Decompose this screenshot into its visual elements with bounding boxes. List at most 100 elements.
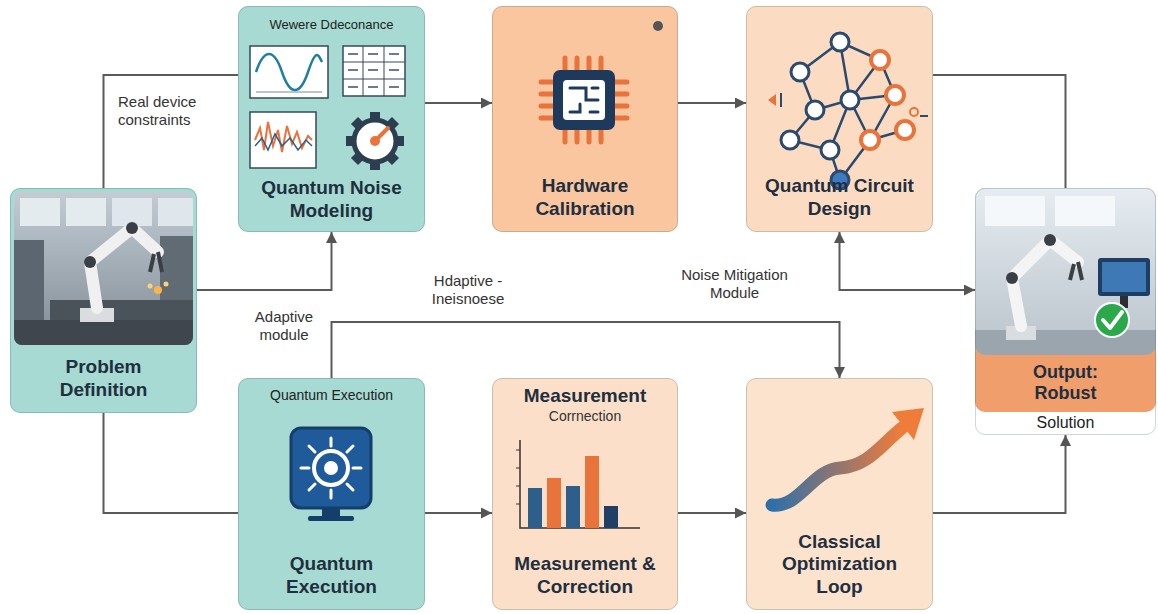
circuit-graph bbox=[831, 33, 849, 51]
lab-photo bbox=[985, 196, 1045, 226]
chip-icon bbox=[570, 88, 598, 112]
execution-monitor bbox=[308, 516, 354, 521]
box-subtitle: Wewere Ddeconance bbox=[269, 17, 393, 33]
noise-charts bbox=[255, 134, 312, 150]
circuit-graph bbox=[780, 93, 782, 107]
lab-photo bbox=[1102, 262, 1146, 292]
box-fills bbox=[10, 6, 1156, 610]
noise-charts bbox=[343, 46, 405, 96]
circuit-graph bbox=[791, 63, 809, 81]
box-title: Quantum Circuit Design bbox=[765, 175, 915, 221]
factory-photo bbox=[14, 192, 193, 345]
circuit-graph bbox=[910, 108, 918, 116]
noise-charts bbox=[250, 112, 316, 168]
factory-photo bbox=[150, 252, 162, 272]
box-fills bbox=[492, 378, 678, 610]
circuit-graph bbox=[871, 51, 889, 69]
circuit-graph bbox=[861, 131, 879, 149]
box-fills bbox=[746, 6, 933, 232]
optimization-curve bbox=[772, 428, 902, 505]
annotation-text: Hdaptive -Ineisnoese bbox=[416, 272, 520, 308]
box-fills bbox=[238, 378, 425, 610]
optimization-curve bbox=[892, 408, 924, 440]
lab-photo bbox=[1012, 240, 1078, 326]
noise-charts bbox=[348, 54, 399, 87]
flow-connector bbox=[678, 512, 746, 514]
lab-photo bbox=[1006, 272, 1018, 284]
lab-photo bbox=[975, 188, 1156, 355]
circuit-graph bbox=[821, 141, 839, 159]
bar-chart bbox=[604, 506, 618, 528]
box-title: Quantum Noise Modeling bbox=[257, 177, 407, 223]
box-title: Problem Definition bbox=[29, 356, 179, 402]
problem-box: Problem Definition bbox=[10, 188, 197, 413]
annotation-text: Noise Mitigation Module bbox=[672, 266, 797, 302]
edge-label: Real device constraints bbox=[118, 93, 218, 129]
noise-charts bbox=[343, 46, 405, 96]
flow-connector bbox=[933, 75, 1066, 188]
bar-chart bbox=[520, 440, 640, 528]
lab-photo bbox=[1044, 234, 1056, 246]
circuit-graph bbox=[806, 101, 824, 119]
execution-monitor bbox=[301, 438, 361, 498]
factory-photo bbox=[14, 192, 193, 345]
noise-charts bbox=[256, 54, 322, 90]
execution-monitor bbox=[324, 461, 338, 475]
annotation-label: Noise Mitigation Module bbox=[672, 266, 797, 302]
noise-charts bbox=[250, 46, 328, 98]
flow-connector bbox=[933, 435, 1066, 513]
box-fills bbox=[238, 6, 425, 232]
box-title: Output: Robust bbox=[1011, 362, 1121, 405]
factory-photo bbox=[154, 286, 162, 294]
gear-icon bbox=[346, 112, 404, 170]
box-title: Hardware Calibration bbox=[510, 175, 660, 221]
noise-charts bbox=[256, 92, 322, 93]
flow-connector bbox=[425, 512, 492, 514]
noise-charts bbox=[255, 122, 312, 152]
box-fills bbox=[492, 6, 678, 232]
lab-photo bbox=[1098, 258, 1150, 296]
box-title: Measurement & Correction bbox=[510, 553, 660, 599]
process-box: Wewere DdeconanceQuantum Noise Modeling bbox=[238, 6, 425, 232]
gear-icon bbox=[370, 136, 380, 146]
flow-connector bbox=[678, 102, 746, 104]
execution-monitor bbox=[314, 451, 348, 485]
factory-photo bbox=[50, 300, 193, 320]
execution-monitor bbox=[322, 508, 340, 516]
bar-chart bbox=[528, 488, 542, 528]
chip-icon bbox=[563, 80, 605, 120]
lab-photo bbox=[1095, 303, 1129, 337]
lab-photo bbox=[975, 330, 1156, 355]
bar-chart bbox=[566, 486, 580, 528]
bar-chart bbox=[516, 440, 640, 528]
factory-photo bbox=[14, 240, 44, 320]
flow-connector bbox=[840, 232, 976, 290]
flow-connector bbox=[425, 102, 492, 104]
box-title: Classical Optimization Loop bbox=[770, 531, 910, 599]
factory-photo bbox=[66, 198, 106, 226]
factory-photo bbox=[14, 320, 193, 345]
box-subtitle: Quantum Execution bbox=[270, 387, 393, 404]
circuit-graph bbox=[841, 91, 859, 109]
process-box: Quantum ExecutionQuantum Execution bbox=[238, 378, 425, 610]
process-box: Quantum Circuit Design bbox=[746, 6, 933, 232]
chip-icon bbox=[541, 58, 627, 142]
flow-connector bbox=[104, 413, 239, 513]
circuit-graph bbox=[781, 131, 799, 149]
circuit-graph bbox=[768, 94, 776, 106]
box-fills bbox=[653, 21, 663, 31]
lab-photo bbox=[1103, 312, 1122, 328]
factory-photo bbox=[126, 222, 138, 234]
lab-photo bbox=[1055, 196, 1115, 226]
factory-photo bbox=[148, 284, 153, 289]
process-box: Hardware Calibration bbox=[492, 6, 678, 232]
edge-label-text: Real device constraints bbox=[118, 93, 218, 129]
noise-charts bbox=[250, 46, 405, 168]
box-subtitle: Corrnection bbox=[549, 408, 621, 425]
chip-icon bbox=[553, 70, 615, 130]
circuit-graph bbox=[768, 33, 928, 189]
bar-chart bbox=[547, 478, 561, 528]
gear-icon bbox=[346, 112, 404, 170]
